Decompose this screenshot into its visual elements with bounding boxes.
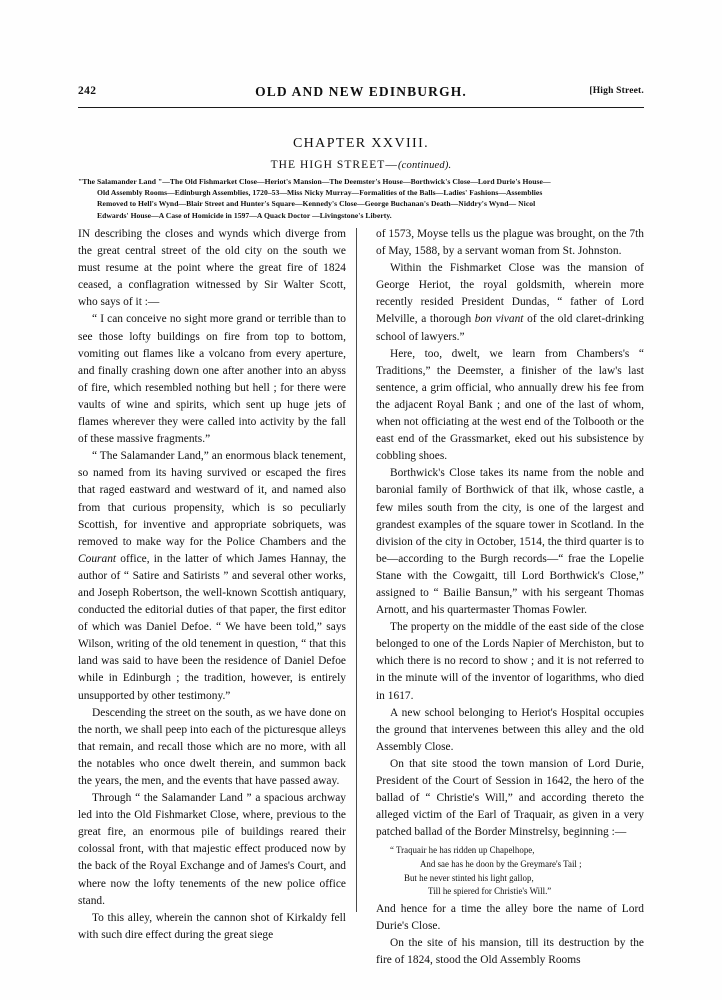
book-title: OLD AND NEW EDINBURGH.: [255, 84, 467, 99]
verse-line: But he never stinted his light gallop,: [404, 872, 534, 883]
verse-line: And sae has he doon by the Greymare's Ta…: [420, 858, 582, 869]
chapter-subtitle-main: THE HIGH STREET—: [270, 159, 398, 171]
paragraph: of 1573, Moyse tells us the plague was b…: [376, 228, 644, 258]
right-column: of 1573, Moyse tells us the plague was b…: [376, 226, 644, 969]
synopsis-line: Edwards' House—A Case of Homicide in 159…: [97, 210, 392, 220]
paragraph: On that site stood the town mansion of L…: [376, 757, 644, 839]
running-head-section: [High Street.: [589, 86, 644, 96]
header-rule: [78, 107, 644, 108]
column-divider-rule: [356, 228, 357, 912]
paragraph: “ I can conceive no sight more grand or …: [78, 313, 346, 446]
paragraph: “ The Salamander Land,” an enormous blac…: [78, 448, 346, 704]
synopsis-line: Old Assembly Rooms—Edinburgh Assemblies,…: [97, 188, 543, 198]
chapter-synopsis: "The Salamander Land "—The Old Fishmarke…: [78, 176, 644, 221]
synopsis-line: Removed to Hell's Wynd—Blair Street and …: [97, 199, 536, 209]
italic-term: Courant: [78, 552, 117, 565]
ballad-verse-block: “ Traquair he has ridden up Chapelhope, …: [376, 844, 644, 898]
paragraph: A new school belonging to Heriot's Hospi…: [376, 706, 644, 753]
chapter-number: CHAPTER XXVIII.: [292, 136, 430, 151]
chapter-subtitle-continued: (continued).: [397, 160, 452, 171]
paragraph: On the site of his mansion, till its des…: [376, 936, 644, 967]
page-number: 242: [78, 85, 97, 97]
paragraph: Borthwick's Close takes its name from th…: [376, 467, 644, 617]
paragraph-text: of the old claret-drinking school of law…: [376, 313, 645, 343]
running-head: 242 OLD AND NEW EDINBURGH. [High Street.: [78, 84, 644, 102]
chapter-subtitle: THE HIGH STREET—(continued).: [78, 159, 644, 171]
body-columns: IN describing the closes and wynds which…: [78, 226, 644, 966]
paragraph: The property on the middle of the east s…: [376, 621, 644, 702]
paragraph: Descending the street on the south, as w…: [78, 706, 346, 787]
paragraph: IN describing the closes and wynds which…: [78, 228, 346, 309]
paragraph: Through “ the Salamander Land ” a spacio…: [78, 792, 346, 907]
paragraph-text: office, in the latter of which James Han…: [78, 552, 346, 702]
verse-line: “ Traquair he has ridden up Chapelhope,: [390, 845, 535, 856]
italic-term: bon vivant: [474, 313, 524, 326]
paragraph-text: “ The Salamander Land,” an enormous blac…: [78, 450, 346, 548]
paragraph-text: Within the Fishmarket Close was the mans…: [376, 262, 644, 326]
left-column: IN describing the closes and wynds which…: [78, 226, 346, 944]
synopsis-line: "The Salamander Land "—The Old Fishmarke…: [78, 177, 551, 186]
verse-line: Till he spiered for Christie's Will.”: [428, 886, 552, 897]
paragraph: And hence for a time the alley bore the …: [376, 902, 644, 932]
paragraph: To this alley, wherein the cannon shot o…: [78, 911, 346, 941]
paragraph: Within the Fishmarket Close was the mans…: [376, 260, 644, 345]
paragraph: Here, too, dwelt, we learn from Chambers…: [376, 347, 644, 463]
